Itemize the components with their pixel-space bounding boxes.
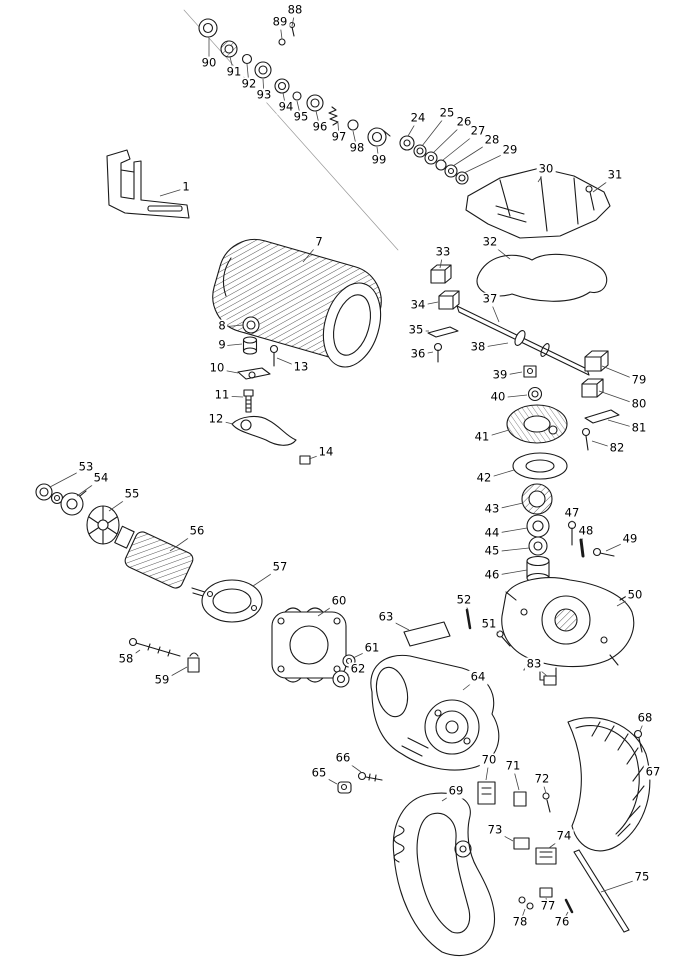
part-65-grommet bbox=[337, 781, 352, 794]
part-67-rear-cover bbox=[567, 717, 651, 852]
part-80-block bbox=[581, 378, 604, 398]
part-37-38-slider-rod bbox=[456, 305, 590, 376]
part-11-bolt bbox=[243, 389, 254, 413]
part-62-washer bbox=[332, 670, 350, 688]
part-78-screws bbox=[518, 896, 534, 910]
part-69-handle bbox=[392, 792, 496, 957]
part-24-washer bbox=[399, 135, 415, 151]
part-31-screw bbox=[585, 185, 595, 211]
part-26-washer bbox=[424, 151, 438, 165]
part-76-pin bbox=[564, 898, 574, 914]
part-77-terminal bbox=[539, 887, 553, 898]
part-47-screw bbox=[567, 520, 577, 546]
part-55-fan bbox=[86, 505, 120, 545]
part-60-field-stator bbox=[271, 607, 347, 683]
part-83-clip bbox=[543, 675, 557, 686]
part-71-block bbox=[513, 791, 527, 807]
part-27-ring bbox=[435, 159, 447, 171]
part-96-washer bbox=[306, 94, 324, 112]
part-75-rod bbox=[573, 849, 630, 933]
part-45-washer bbox=[528, 536, 548, 556]
part-7-gear-housing-cover bbox=[212, 238, 382, 368]
part-82-screw bbox=[581, 427, 591, 451]
part-14-nut bbox=[299, 455, 311, 465]
part-34-block bbox=[438, 290, 460, 310]
part-79-block bbox=[584, 350, 609, 372]
part-90-nut bbox=[198, 18, 218, 38]
part-28-washer bbox=[444, 164, 458, 178]
part-39-nut bbox=[523, 365, 537, 378]
part-49-screw bbox=[592, 547, 615, 557]
part-8-ring bbox=[242, 316, 260, 334]
part-95-ring bbox=[292, 91, 302, 101]
part-36-screw bbox=[433, 342, 443, 363]
part-92-ring bbox=[241, 53, 253, 65]
part-29-washer bbox=[455, 171, 469, 185]
part-51-screw bbox=[496, 630, 511, 647]
part-91-washer bbox=[220, 40, 238, 58]
part-64-motor-housing bbox=[370, 654, 500, 771]
part-10-plate bbox=[237, 367, 271, 380]
part-81-plate bbox=[584, 409, 620, 424]
part-61-washer bbox=[342, 654, 356, 668]
part-97-spring bbox=[328, 106, 339, 126]
part-32-gasket bbox=[476, 253, 608, 302]
part-66-screw bbox=[357, 771, 383, 782]
part-73-connector bbox=[513, 837, 530, 850]
part-99-sleeve bbox=[367, 127, 391, 147]
part-88-screw bbox=[288, 21, 296, 37]
part-9-sleeve bbox=[242, 336, 258, 355]
part-44-washer bbox=[526, 514, 550, 538]
part-52-pin bbox=[465, 608, 472, 630]
part-72-screw bbox=[542, 792, 551, 813]
part-74-switch-block bbox=[535, 847, 557, 865]
construction-line bbox=[183, 9, 399, 251]
part-89-pin bbox=[278, 38, 286, 46]
part-59-brush-holder bbox=[187, 652, 200, 673]
part-41-cam-gear bbox=[506, 404, 568, 444]
part-48-pin bbox=[579, 538, 585, 558]
part-25-ring bbox=[413, 144, 427, 158]
part-94-washer bbox=[274, 78, 290, 94]
part-35-plate bbox=[427, 326, 459, 338]
part-54-ring bbox=[60, 490, 87, 516]
part-33-block bbox=[430, 264, 452, 284]
part-98-ring bbox=[347, 119, 359, 131]
part-13-screw bbox=[269, 344, 279, 367]
part-50-bearing-box bbox=[501, 577, 635, 681]
part-93-washer bbox=[254, 61, 272, 79]
part-68-screw bbox=[633, 729, 643, 753]
part-57-baffle-plate bbox=[201, 579, 263, 623]
part-42-plate bbox=[512, 452, 568, 480]
part-12-lever bbox=[231, 415, 297, 446]
part-53-bearing bbox=[35, 483, 64, 505]
part-1-shoe-assembly bbox=[106, 149, 190, 219]
part-63-label-plate bbox=[403, 621, 451, 647]
part-43-bearing bbox=[521, 483, 553, 515]
part-30-rear-housing bbox=[465, 167, 611, 239]
part-70-switch bbox=[477, 781, 496, 805]
part-40-washer bbox=[527, 386, 543, 402]
part-58-screw-long bbox=[128, 637, 181, 657]
